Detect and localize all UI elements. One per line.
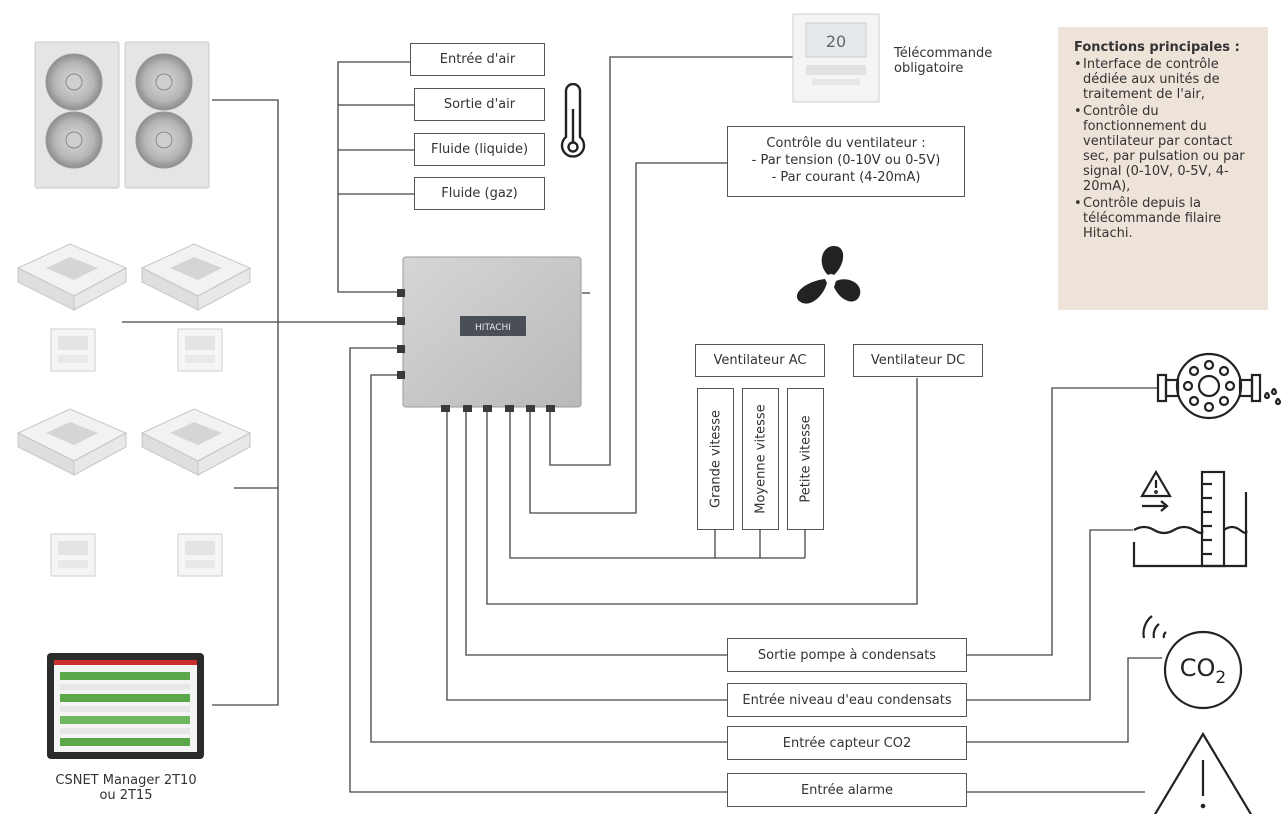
- remote-controller-small-1: [50, 328, 96, 372]
- wire-sensor-bus: [337, 61, 410, 293]
- fan-control-line2: - Par courant (4-20mA): [771, 170, 921, 185]
- cassette-unit-2: [140, 243, 252, 311]
- label-speed-low: Petite vitesse: [787, 388, 824, 530]
- thermometer-icon: [560, 83, 586, 158]
- info-item: Contrôle depuis la télécommande filaire …: [1074, 196, 1254, 241]
- wire-pump-right: [967, 387, 1158, 656]
- co2-text: CO2: [1180, 654, 1226, 688]
- cassette-unit-1: [16, 243, 128, 311]
- water-level-icon: [1132, 469, 1248, 568]
- label-speed-medium: Moyenne vitesse: [742, 388, 779, 530]
- outdoor-unit-1: [34, 41, 120, 189]
- wire-fan-control: [529, 162, 727, 514]
- label-fluid-gas: Fluide (gaz): [414, 177, 545, 210]
- label-fan-ac: Ventilateur AC: [695, 344, 825, 377]
- csnet-manager-tablet: [47, 653, 204, 759]
- label-air-inlet: Entrée d'air: [410, 43, 545, 76]
- csnet-line2: ou 2T15: [99, 788, 153, 803]
- wire-level-right: [967, 529, 1133, 701]
- info-item: Interface de contrôle dédiée aux unités …: [1074, 57, 1254, 102]
- wired-remote-controller: 20: [792, 13, 880, 103]
- hitachi-controller-box: HITACHI: [397, 256, 582, 412]
- wire-ac-speeds: [509, 410, 805, 559]
- wire-units-bus: [212, 99, 279, 706]
- info-list: Interface de contrôle dédiée aux unités …: [1074, 57, 1254, 241]
- speed-high-text: Grande vitesse: [708, 410, 723, 508]
- label-fan-dc: Ventilateur DC: [853, 344, 983, 377]
- remote-display-value: 20: [826, 32, 846, 51]
- remote-caption: Télécommande obligatoire: [894, 46, 992, 76]
- alarm-icon: [1153, 731, 1253, 814]
- label-fluid-liquid: Fluide (liquide): [414, 133, 545, 166]
- wire-alarm: [349, 347, 727, 793]
- label-co2-sensor: Entrée capteur CO2: [727, 726, 967, 760]
- controller-brand-text: HITACHI: [475, 323, 511, 333]
- remote-line1: Télécommande: [894, 46, 993, 61]
- cassette-unit-4: [140, 408, 252, 476]
- fan-control-title: Contrôle du ventilateur :: [766, 136, 926, 151]
- label-alarm: Entrée alarme: [727, 773, 967, 807]
- wire-remote: [549, 56, 793, 466]
- wire-co2: [370, 374, 727, 743]
- wire-dc-fan: [486, 378, 918, 605]
- label-water-level: Entrée niveau d'eau condensats: [727, 683, 967, 717]
- outdoor-unit-2: [124, 41, 210, 189]
- cassette-unit-3: [16, 408, 128, 476]
- label-air-outlet: Sortie d'air: [414, 88, 545, 121]
- remote-controller-small-4: [177, 533, 223, 577]
- wire-level-left: [446, 410, 727, 701]
- remote-controller-small-2: [177, 328, 223, 372]
- csnet-caption: CSNET Manager 2T10 ou 2T15: [46, 773, 206, 803]
- remote-line2: obligatoire: [894, 61, 964, 76]
- outdoor-units-image: [34, 41, 210, 189]
- info-title: Fonctions principales :: [1074, 40, 1240, 55]
- fan-icon: [796, 245, 861, 304]
- main-functions-panel: Fonctions principales : Interface de con…: [1058, 27, 1268, 310]
- wire-co2-right: [967, 657, 1162, 743]
- info-item: Contrôle du fonctionnement du ventilateu…: [1074, 104, 1254, 194]
- fan-control-line1: - Par tension (0-10V ou 0-5V): [751, 153, 941, 168]
- label-speed-high: Grande vitesse: [697, 388, 734, 530]
- speed-medium-text: Moyenne vitesse: [753, 404, 768, 514]
- speed-low-text: Petite vitesse: [798, 415, 813, 503]
- csnet-line1: CSNET Manager 2T10: [55, 773, 197, 788]
- co2-sensor-icon: CO2: [1142, 615, 1243, 710]
- fan-control-box: Contrôle du ventilateur : - Par tension …: [727, 126, 965, 197]
- condensate-pump-icon: [1156, 352, 1282, 420]
- remote-controller-small-3: [50, 533, 96, 577]
- label-condensate-pump: Sortie pompe à condensats: [727, 638, 967, 672]
- wire-pump-left: [465, 410, 727, 656]
